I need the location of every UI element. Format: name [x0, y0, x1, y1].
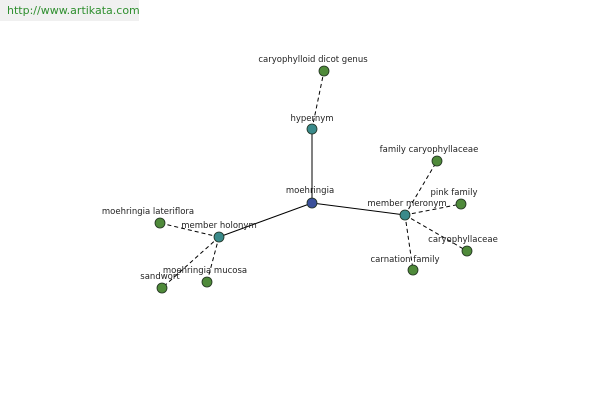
node-label-sandwort[interactable]: sandwort: [140, 272, 180, 282]
site-url-link[interactable]: http://www.artikata.com: [7, 4, 140, 17]
node-caryophylloid-dicot-genus[interactable]: [318, 65, 330, 77]
edges-layer: [159, 70, 468, 289]
node-moehringia-mucosa[interactable]: [201, 276, 213, 288]
node-sandwort[interactable]: [156, 282, 168, 294]
edge-member-holonym-to-moehringia-mucosa: [206, 236, 220, 283]
edge-member-holonym-to-sandwort: [161, 236, 220, 289]
node-moehringia[interactable]: [306, 197, 318, 209]
node-label-caryophylloid-dicot-genus[interactable]: caryophylloid dicot genus: [258, 55, 368, 65]
node-label-carnation-family[interactable]: carnation family: [370, 255, 439, 265]
node-label-pink-family[interactable]: pink family: [430, 188, 477, 198]
nodes-layer: [154, 65, 473, 294]
node-label-family-caryophyllaceae[interactable]: family caryophyllaceae: [380, 145, 479, 155]
node-member-holonym[interactable]: [213, 231, 225, 243]
node-hypernym[interactable]: [306, 123, 318, 135]
node-label-caryophyllaceae[interactable]: caryophyllaceae: [428, 235, 498, 245]
node-member-meronym[interactable]: [399, 209, 411, 221]
node-pink-family[interactable]: [455, 198, 467, 210]
url-banner: http://www.artikata.com: [0, 0, 140, 21]
edge-hypernym-to-caryophylloid-dicot-genus: [311, 70, 325, 130]
edge-member-meronym-to-pink-family: [404, 203, 462, 216]
node-moehringia-lateriflora[interactable]: [154, 217, 166, 229]
node-label-member-holonym[interactable]: member holonym: [181, 221, 256, 231]
node-label-hypernym[interactable]: hypernym: [290, 114, 333, 124]
node-carnation-family[interactable]: [407, 264, 419, 276]
node-caryophyllaceae[interactable]: [461, 245, 473, 257]
labels-layer: moehringia hypernym member holonym member m…: [102, 55, 498, 282]
node-family-caryophyllaceae[interactable]: [431, 155, 443, 167]
edge-moehringia-to-member-meronym: [311, 202, 406, 216]
edge-member-meronym-to-carnation-family: [404, 214, 414, 271]
node-label-member-meronym[interactable]: member meronym: [367, 199, 446, 209]
node-label-moehringia-mucosa[interactable]: moehringia mucosa: [163, 266, 247, 276]
edge-member-meronym-to-caryophyllaceae: [404, 214, 468, 252]
node-label-moehringia[interactable]: moehringia: [286, 186, 334, 196]
node-label-moehringia-lateriflora[interactable]: moehringia lateriflora: [102, 207, 194, 217]
edge-moehringia-to-member-holonym: [218, 202, 313, 238]
edge-member-meronym-to-family-caryophyllaceae: [404, 160, 438, 216]
edge-member-holonym-to-moehringia-lateriflora: [159, 222, 220, 238]
